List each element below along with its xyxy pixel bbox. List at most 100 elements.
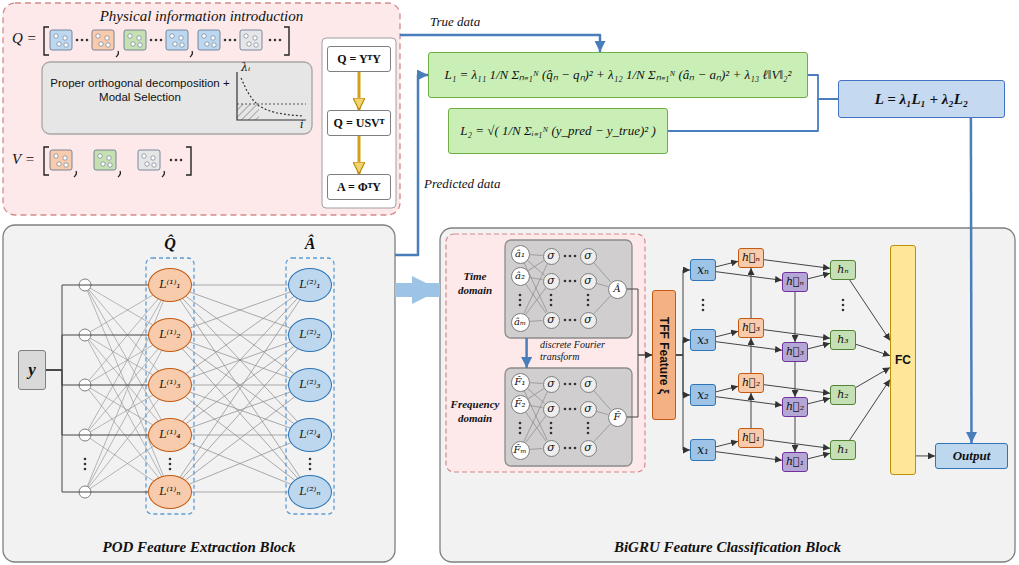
node-text: xₙ [697,263,709,278]
connector [596,411,608,414]
node-text: L⁽¹⁾ₙ [159,485,181,499]
node-text: L₂ = √( 1/N Σᵢ₌₁ᴺ (y_pred − y_true)² ) [460,123,656,139]
connector [526,416,546,443]
ellipsis-dot [550,427,553,430]
connector [46,370,148,435]
output-box: Output [935,443,1008,469]
connector [594,424,611,442]
ellipsis-dot [84,463,87,466]
comma-mark [162,171,164,177]
ellipsis-dot [160,39,163,42]
node-text: h⃖₁ [786,455,804,469]
connector [856,368,890,388]
icon-dot [64,163,68,167]
connector [192,492,288,493]
node-text: L⁽¹⁾₂ [159,328,181,342]
activation-neuron: σ [580,376,597,393]
equation-box: A = ΦᵀY [327,174,391,200]
connector [676,270,690,355]
node-text: F̂₁ [515,376,526,389]
hidden-state: h₃ [830,330,856,350]
sample-icon [198,30,220,50]
neuron: L⁽²⁾₄ [288,418,332,452]
ellipsis-dot [587,427,590,430]
connector [970,118,973,443]
domain-box: Time domainâ₁â₂âₘσσσσσσÂ [505,240,632,338]
node-text: σ [584,441,592,455]
layer-column: ÂL⁽²⁾₁L⁽²⁾₂L⁽²⁾₃L⁽²⁾₄L⁽²⁾ₙ [286,258,334,514]
method-box: Proper orthogonal decomposition + Modal … [42,62,312,134]
ellipsis-dot [86,39,89,42]
activation-neuron: σ [543,248,560,265]
activation-neuron: σ [580,312,597,329]
node-text: σ [547,313,555,327]
ellipsis-dot [842,304,845,307]
ellipsis-dot [569,255,572,258]
block-panel: BiGRU Feature Classification BlockTime d… [440,228,1015,562]
ellipsis-dot [587,422,590,425]
fc-layer: FC [890,245,916,475]
node-text: POD Feature Extraction Block [3,538,395,557]
backward-gru: h⃖ₙ [782,272,808,292]
sample-icon [92,30,114,50]
loss-formula: L₁ = λ₁₁ 1/N Σₙ₌₁ᴺ (q̂ₙ − qₙ)² + λ₁₂ 1/N… [428,52,808,98]
sample-icon [50,30,72,50]
connector [358,136,361,174]
node-text: Output [953,448,991,464]
node-text: FC [895,353,911,368]
ellipsis-dot [564,408,567,411]
connector [190,392,290,428]
ellipsis-dot [269,39,272,42]
hidden-state: h₁ [830,440,856,460]
ellipsis-dot [170,159,173,162]
input-weight [85,335,170,492]
backward-gru: h⃖₃ [782,342,808,362]
icon-dot [128,34,132,38]
input-weight [85,285,170,435]
connector [751,393,752,428]
input-weight [85,335,170,492]
matrix-brackets [44,27,289,175]
backward-gru: h⃖₂ [782,397,808,417]
ellipsis-dot [702,299,705,302]
ellipsis-dot [587,304,590,307]
activation-neuron: σ [580,248,597,265]
input-neuron: â₁ [511,245,530,264]
svg-part [44,27,49,55]
connector [190,443,291,484]
ellipsis-dot [175,159,178,162]
icon-dot [63,36,67,40]
output-neuron: F̂ [608,408,627,427]
icon-dot [212,43,216,47]
ellipsis-dot [519,294,522,297]
connector [528,261,544,271]
ellipsis-dot [519,432,522,435]
node-text: σ [584,402,592,416]
feature-bar: TFF Feature ξ [652,290,676,420]
label: Q = [12,30,37,47]
icon-dot [63,156,67,160]
ellipsis-dot [274,39,277,42]
input-cell: xₙ [690,259,716,281]
node-text: A = ΦᵀY [337,180,381,195]
icon-dot [101,162,105,166]
connector [192,285,288,286]
icon-dot [107,156,111,160]
sample-icon [124,30,146,50]
node-text: h₁ [837,443,849,457]
ellipsis-dot [550,304,553,307]
node-text: y [28,359,36,380]
connector [764,260,830,269]
comma-mark [74,171,76,177]
node-text: F̂ [614,411,621,424]
node-text: σ [547,402,555,416]
ellipsis-dot [574,319,577,322]
equation-box: Q = USVᵀ [327,110,391,136]
ellipsis-dot [550,432,553,435]
connector [856,344,890,355]
ellipsis-dot [587,299,590,302]
ellipsis-dot [569,280,572,283]
icon-dot [179,36,183,40]
input-weight [85,285,170,435]
edge-label: True data [430,14,500,30]
